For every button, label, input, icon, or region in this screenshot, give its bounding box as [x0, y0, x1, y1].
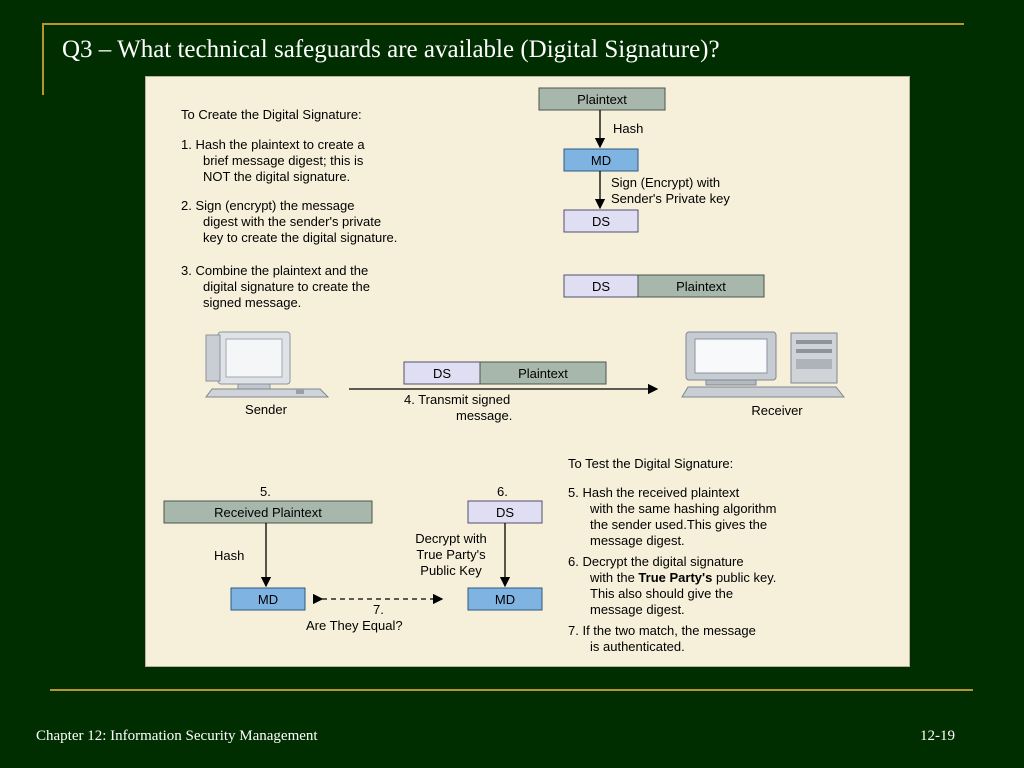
slide-title: Q3 – What technical safeguards are avail…: [62, 36, 720, 64]
compare-label: Are They Equal?: [306, 618, 403, 633]
desktop-computer-icon: [206, 332, 328, 397]
test-md-box-right: MD: [468, 588, 542, 610]
test-step6-line1: 6. Decrypt the digital signature: [568, 554, 744, 569]
md-box: MD: [564, 149, 638, 171]
create-step1-line2: brief message digest; this is: [203, 153, 364, 168]
test-step5-line1: 5. Hash the received plaintext: [568, 485, 740, 500]
test-step5-line4: message digest.: [590, 533, 685, 548]
test-step5-line2: with the same hashing algorithm: [589, 501, 776, 516]
transmit-signed-message-box: DS Plaintext: [404, 362, 606, 384]
svg-text:DS: DS: [496, 505, 514, 520]
decrypt-label-line3: Public Key: [420, 563, 482, 578]
create-step2-line1: 2. Sign (encrypt) the message: [181, 198, 354, 213]
svg-text:DS: DS: [433, 366, 451, 381]
test-step5-line3: the sender used.This gives the: [590, 517, 767, 532]
create-step3-line2: digital signature to create the: [203, 279, 370, 294]
footer-chapter: Chapter 12: Information Security Managem…: [36, 728, 318, 745]
test-step7-line1: 7. If the two match, the message: [568, 623, 756, 638]
step-5-number: 5.: [260, 484, 271, 499]
plaintext-box: Plaintext: [539, 88, 665, 110]
transmit-label-line1: 4. Transmit signed: [404, 392, 510, 407]
step-7-number: 7.: [373, 602, 384, 617]
test-ds-box: DS: [468, 501, 542, 523]
receiver-label: Receiver: [751, 403, 803, 418]
svg-text:DS: DS: [592, 214, 610, 229]
test-step6-line2: with the True Party's public key.: [589, 570, 776, 585]
test-hash-label: Hash: [214, 548, 244, 563]
test-md-box-left: MD: [231, 588, 305, 610]
create-step2-line2: digest with the sender's private: [203, 214, 381, 229]
transmit-label-line2: message.: [456, 408, 512, 423]
create-step1-line3: NOT the digital signature.: [203, 169, 350, 184]
title-frame-top-rule: [42, 23, 964, 25]
test-heading: To Test the Digital Signature:: [568, 456, 733, 471]
test-step6-line3: This also should give the: [590, 586, 733, 601]
svg-text:MD: MD: [258, 592, 278, 607]
svg-text:DS: DS: [592, 279, 610, 294]
svg-text:Plaintext: Plaintext: [676, 279, 726, 294]
hash-label: Hash: [613, 121, 643, 136]
create-step2-line3: key to create the digital signature.: [203, 230, 397, 245]
title-frame-left-rule: [42, 23, 44, 95]
decrypt-label-line2: True Party's: [416, 547, 486, 562]
create-step3-line1: 3. Combine the plaintext and the: [181, 263, 368, 278]
signed-message-box: DS Plaintext: [564, 275, 764, 297]
test-step6-line4: message digest.: [590, 602, 685, 617]
create-step1-line1: 1. Hash the plaintext to create a: [181, 137, 365, 152]
sign-label-line2: Sender's Private key: [611, 191, 730, 206]
svg-text:Plaintext: Plaintext: [577, 92, 627, 107]
step-6-number: 6.: [497, 484, 508, 499]
received-plaintext-box: Received Plaintext: [164, 501, 372, 523]
decrypt-label-line1: Decrypt with: [415, 531, 487, 546]
sender-label: Sender: [245, 402, 288, 417]
digital-signature-figure: To Create the Digital Signature: 1. Hash…: [145, 76, 910, 667]
svg-text:MD: MD: [495, 592, 515, 607]
desktop-server-icon: [682, 332, 844, 397]
svg-text:MD: MD: [591, 153, 611, 168]
create-step3-line3: signed message.: [203, 295, 301, 310]
digital-signature-diagram: To Create the Digital Signature: 1. Hash…: [146, 77, 909, 666]
ds-box: DS: [564, 210, 638, 232]
footer-page-number: 12-19: [920, 728, 955, 745]
create-heading: To Create the Digital Signature:: [181, 107, 362, 122]
svg-text:Received Plaintext: Received Plaintext: [214, 505, 322, 520]
svg-text:Plaintext: Plaintext: [518, 366, 568, 381]
footer-rule: [50, 689, 973, 691]
sign-label-line1: Sign (Encrypt) with: [611, 175, 720, 190]
test-step7-line2: is authenticated.: [590, 639, 685, 654]
